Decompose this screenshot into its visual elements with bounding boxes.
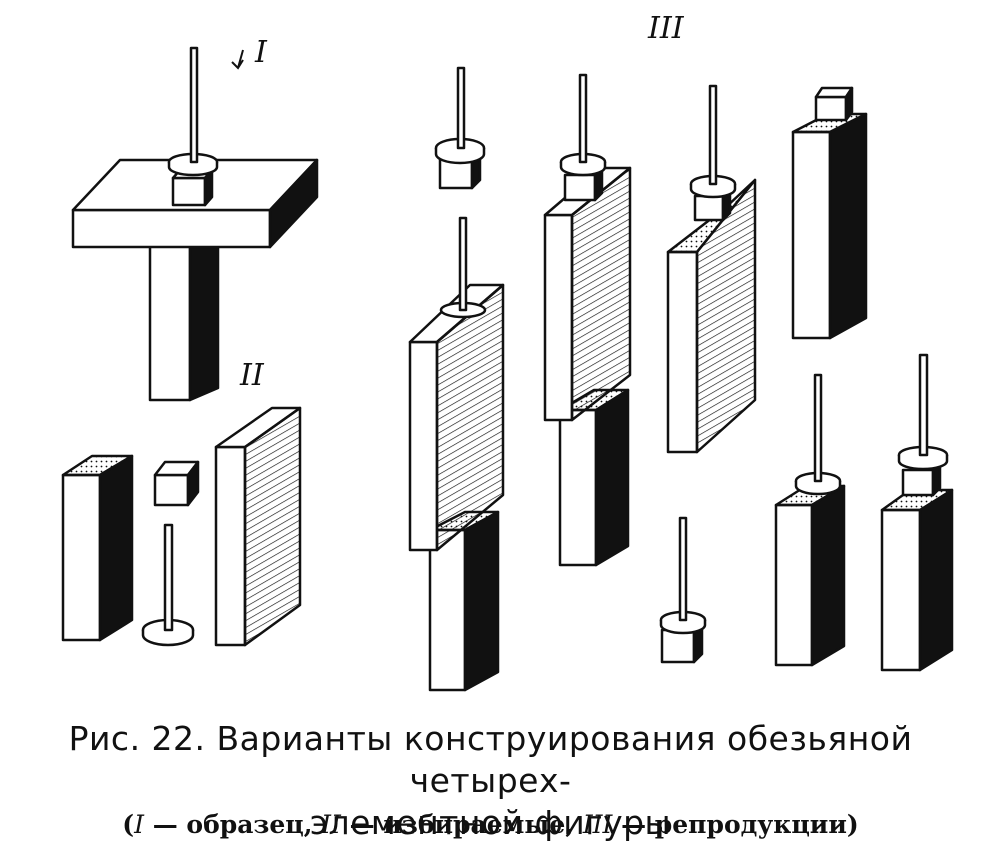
label-group-1: I (254, 35, 268, 70)
reproduction-6 (774, 373, 846, 667)
figure-legend: (I — образец, II — избираемые, III — реп… (0, 810, 981, 839)
figure-caption: Рис. 22. Варианты конструирования обезья… (0, 718, 981, 844)
legend-numeral-1: I (134, 810, 144, 839)
reproduction-4 (791, 86, 868, 340)
reproduction-3 (666, 84, 757, 454)
reproduction-7 (880, 353, 954, 672)
legend-open: ( (122, 810, 135, 839)
legend-text-1: — образец, (143, 810, 322, 839)
legend-text-3: — репродукции (612, 810, 847, 839)
reproduction-2 (543, 73, 632, 567)
sample-figure (71, 46, 319, 402)
reproduction-5 (659, 516, 707, 664)
legend-numeral-2: II (321, 810, 341, 839)
pointer-mark (231, 49, 244, 70)
label-group-2: II (239, 358, 265, 393)
legend-numeral-3: III (582, 810, 613, 839)
legend-text-2: — избираемые, (340, 810, 583, 839)
label-group-3: III (647, 11, 685, 46)
reproduction-1 (408, 66, 505, 692)
figure-drawing: I II III (61, 11, 954, 692)
legend-close: ) (846, 810, 859, 839)
caption-line-2: элементной фигуры (309, 803, 672, 842)
selectable-elements (61, 406, 302, 647)
caption-line-1: Рис. 22. Варианты конструирования обезья… (68, 719, 913, 800)
